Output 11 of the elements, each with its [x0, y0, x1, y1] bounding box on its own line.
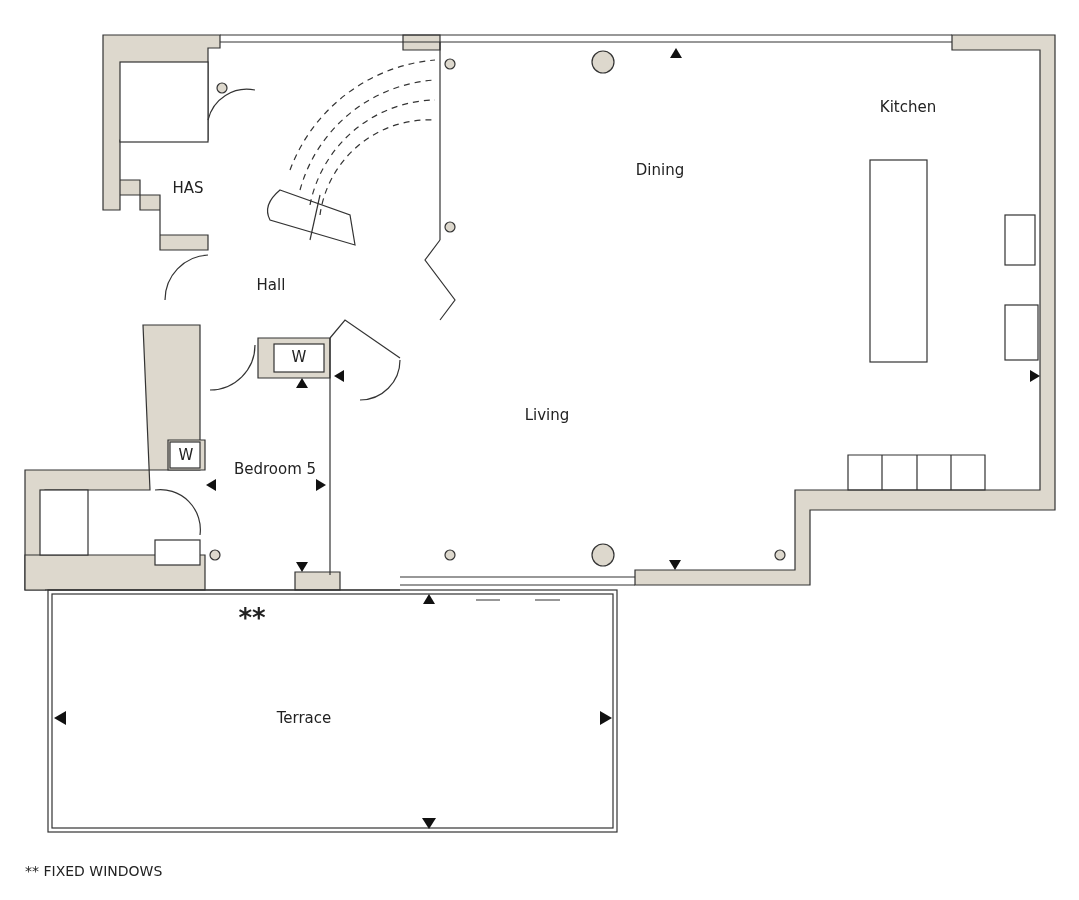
room-label: Hall: [256, 276, 286, 294]
room-label: Bedroom 5: [233, 460, 317, 478]
fixed-window-mark: **: [238, 603, 266, 633]
room-label: Kitchen: [879, 98, 937, 116]
room-label: Living: [524, 406, 570, 424]
note: ** FIXED WINDOWS: [25, 863, 163, 879]
room-label: W: [178, 446, 194, 464]
room-label: Terrace: [276, 709, 332, 727]
room-label: W: [291, 348, 307, 366]
room-label: HAS: [172, 179, 204, 197]
room-label: Dining: [635, 161, 685, 179]
